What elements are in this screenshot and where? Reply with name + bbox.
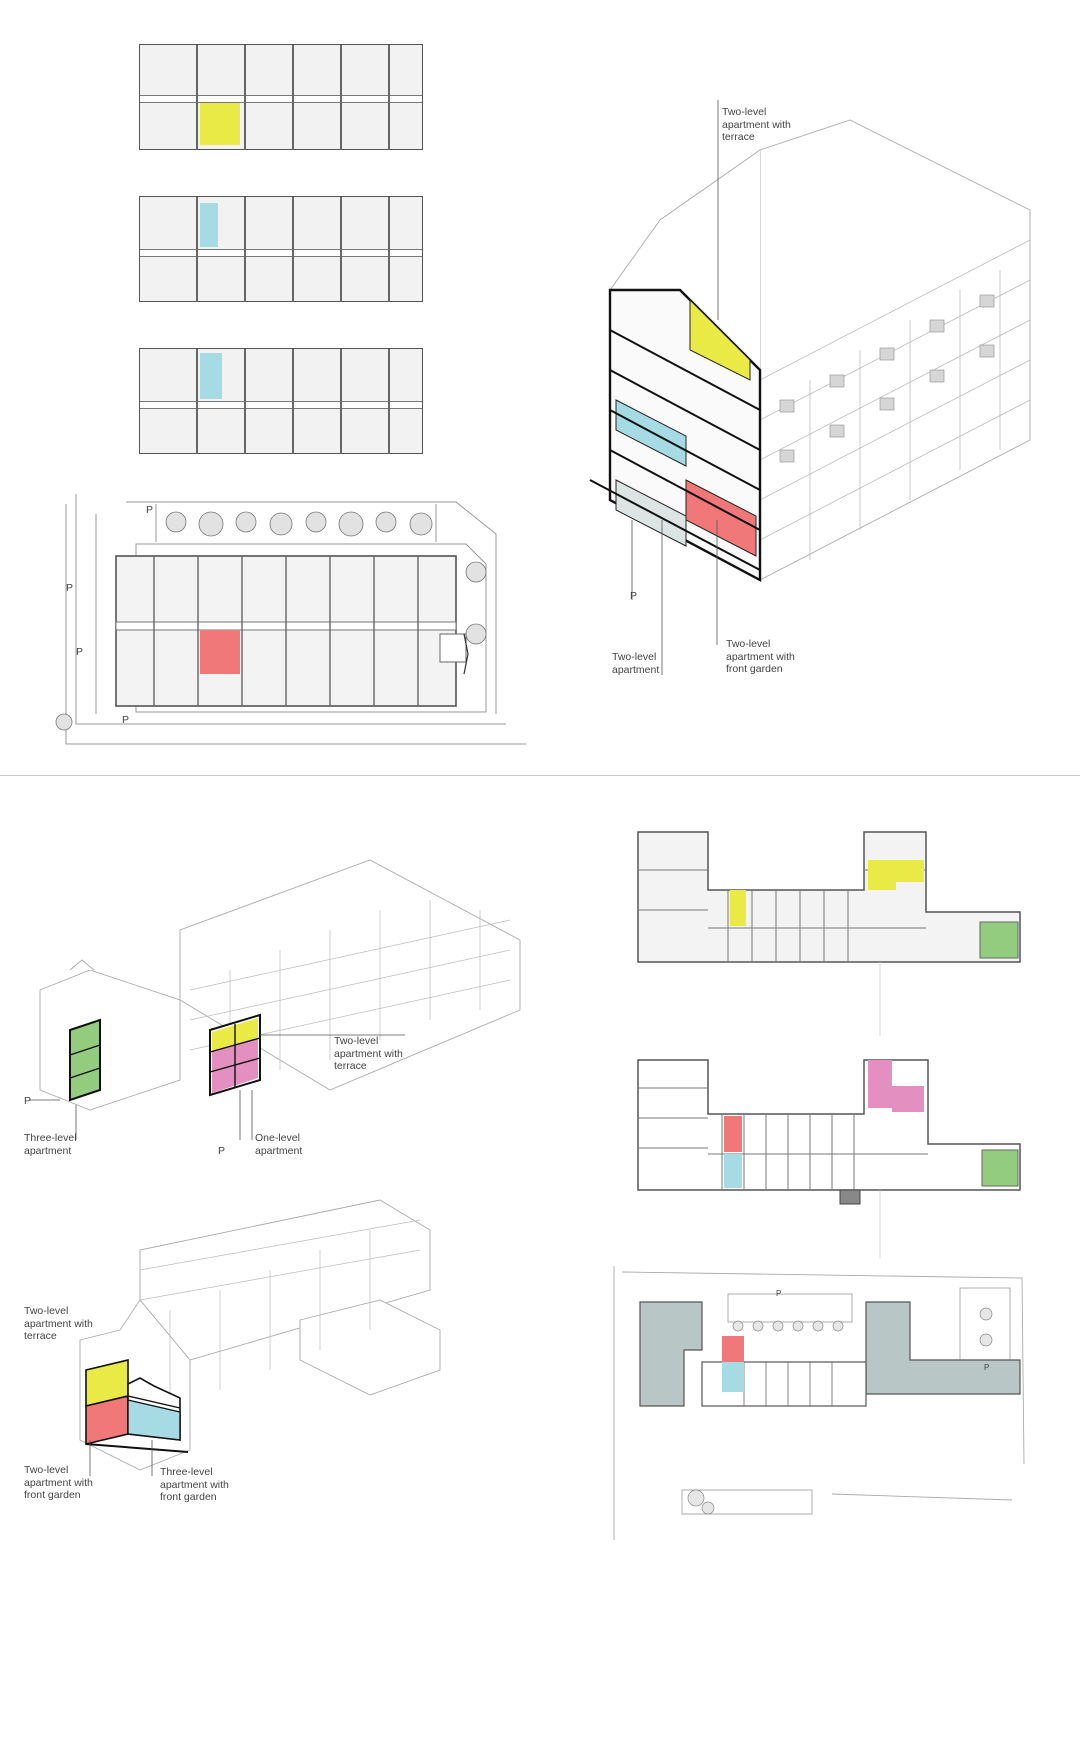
label-two-level-apartment: Two-level apartment: [612, 651, 660, 676]
apartment-two-level-highlight: [200, 203, 218, 247]
apartment-lower-highlight: [722, 1362, 744, 1392]
floor-plan-bottom-1: [637, 831, 1021, 1036]
parking-label: P: [66, 582, 74, 594]
label-parking: P: [24, 1095, 32, 1107]
lower-axo-colored-section-cut-real: [85, 1358, 189, 1453]
parking-label: P: [122, 714, 130, 726]
building-axonometric-bottom-upper: [30, 859, 521, 1140]
parking-label: P: [146, 504, 154, 516]
parking-label: P: [76, 646, 84, 658]
site-plan-bottom: [613, 1266, 1025, 1540]
apartment-upper-highlight: [724, 1116, 742, 1152]
apartment-terrace-highlight: [730, 890, 746, 926]
label-terrace-apartment: Two-level apartment with terrace: [24, 1305, 93, 1342]
floor-plan-top-1: [139, 44, 423, 150]
apartment-terrace-highlight: [200, 103, 240, 145]
label-one-level-apartment: One-level apartment: [255, 1132, 303, 1157]
floor-plan-bottom-2: [637, 1059, 1021, 1258]
label-three-level-apartment: Three-level apartment: [24, 1132, 77, 1157]
label-parking: P: [630, 590, 638, 602]
label-front-garden-three-level: Three-level apartment with front garden: [160, 1466, 229, 1503]
apartment-upper-highlight: [722, 1336, 744, 1362]
apartment-front-garden-highlight: [200, 630, 240, 674]
apartment-lower-level-highlight: [200, 353, 222, 399]
floor-plan-top-3: [139, 348, 423, 454]
label-front-garden-apartment: Two-level apartment with front garden: [726, 638, 795, 675]
building-axonometric-top: [589, 100, 1031, 675]
label-terrace-apartment: Two-level apartment with terrace: [722, 106, 791, 143]
floor-plan-top-2: [139, 196, 423, 302]
parking-label: P: [776, 1289, 782, 1298]
section-divider: [0, 775, 1080, 776]
parking-label: P: [984, 1363, 990, 1372]
label-parking: P: [218, 1145, 226, 1157]
section-terrace-unit: [689, 298, 751, 381]
lower-axo-leader-lines: [89, 1440, 153, 1476]
section-cut-colored-blocks: [86, 1662, 196, 1748]
label-front-garden-two-level: Two-level apartment with front garden: [24, 1464, 93, 1501]
label-terrace-apartment: Two-level apartment with terrace: [334, 1035, 403, 1072]
apartment-lower-highlight: [724, 1154, 742, 1188]
site-plan-top: [55, 494, 526, 745]
